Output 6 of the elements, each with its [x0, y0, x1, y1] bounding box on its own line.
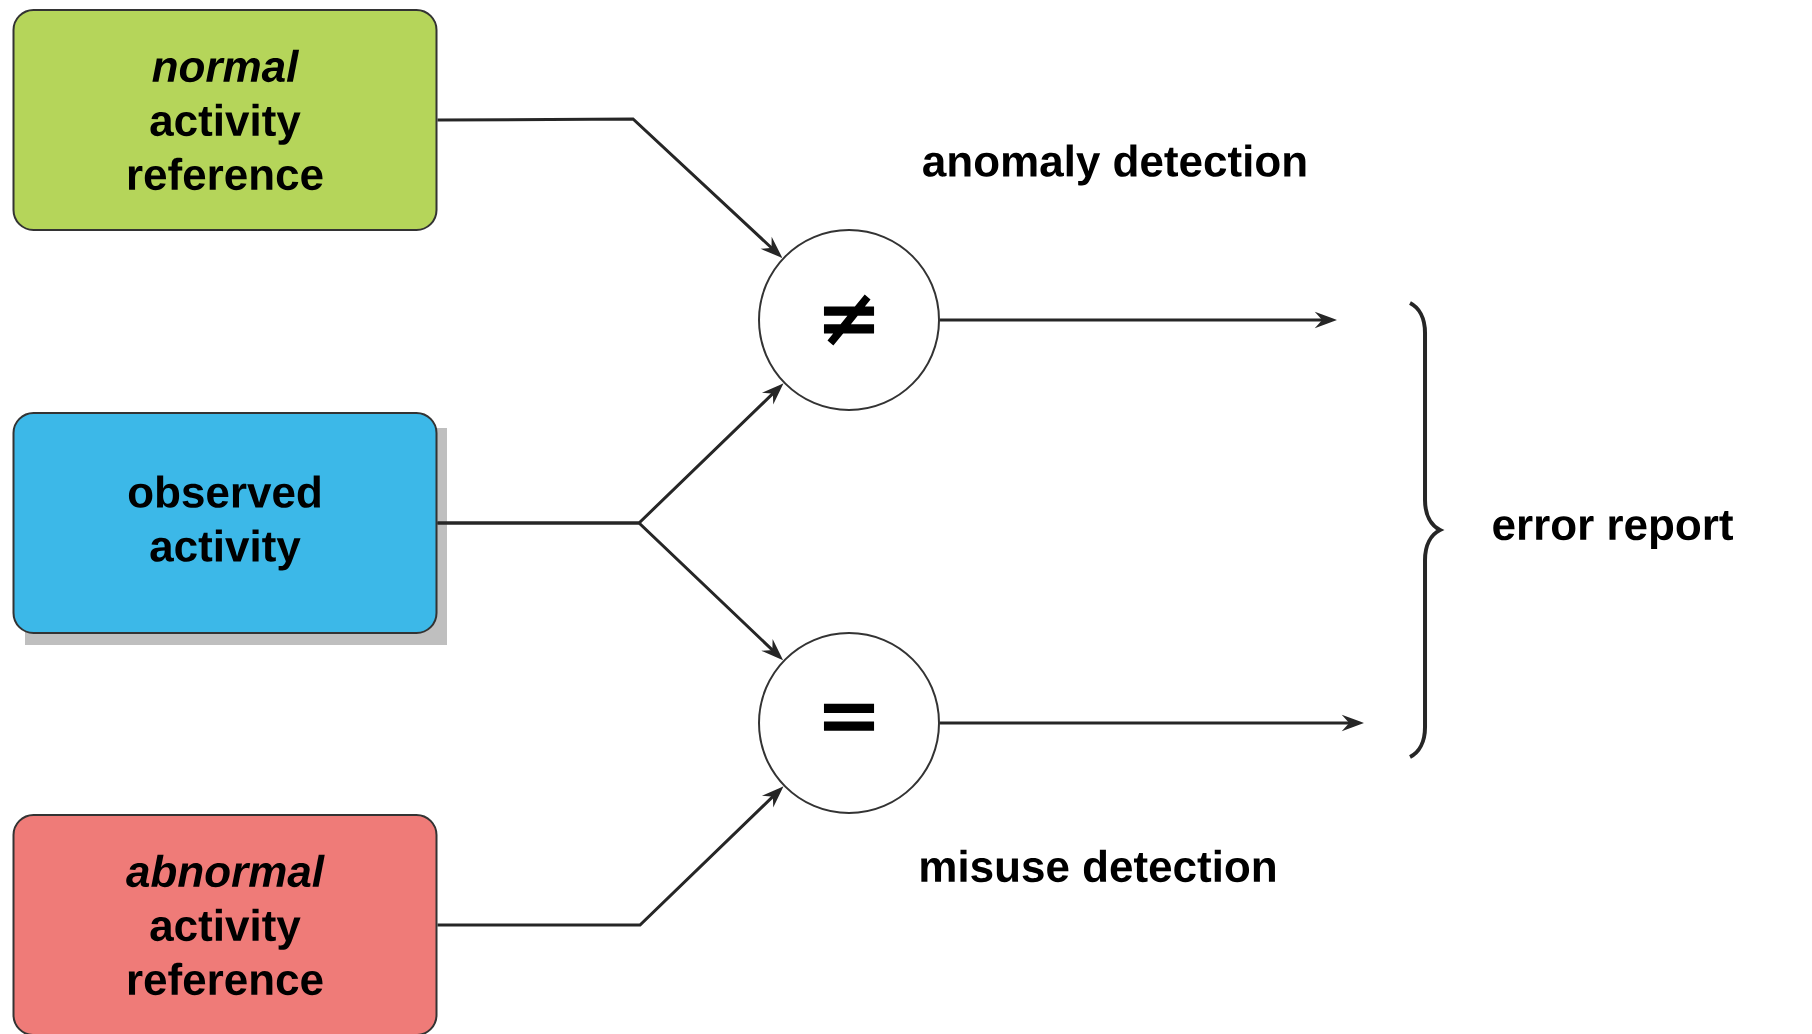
activity-box: observed activity — [12, 412, 447, 645]
activity-box: abnormal activity reference — [12, 814, 438, 1034]
activity-box: normal activity reference — [12, 9, 438, 231]
output-label: error report — [1493, 511, 1733, 549]
detection-label: anomaly detection — [923, 144, 1306, 186]
detection-label: misuse detection — [921, 849, 1275, 883]
